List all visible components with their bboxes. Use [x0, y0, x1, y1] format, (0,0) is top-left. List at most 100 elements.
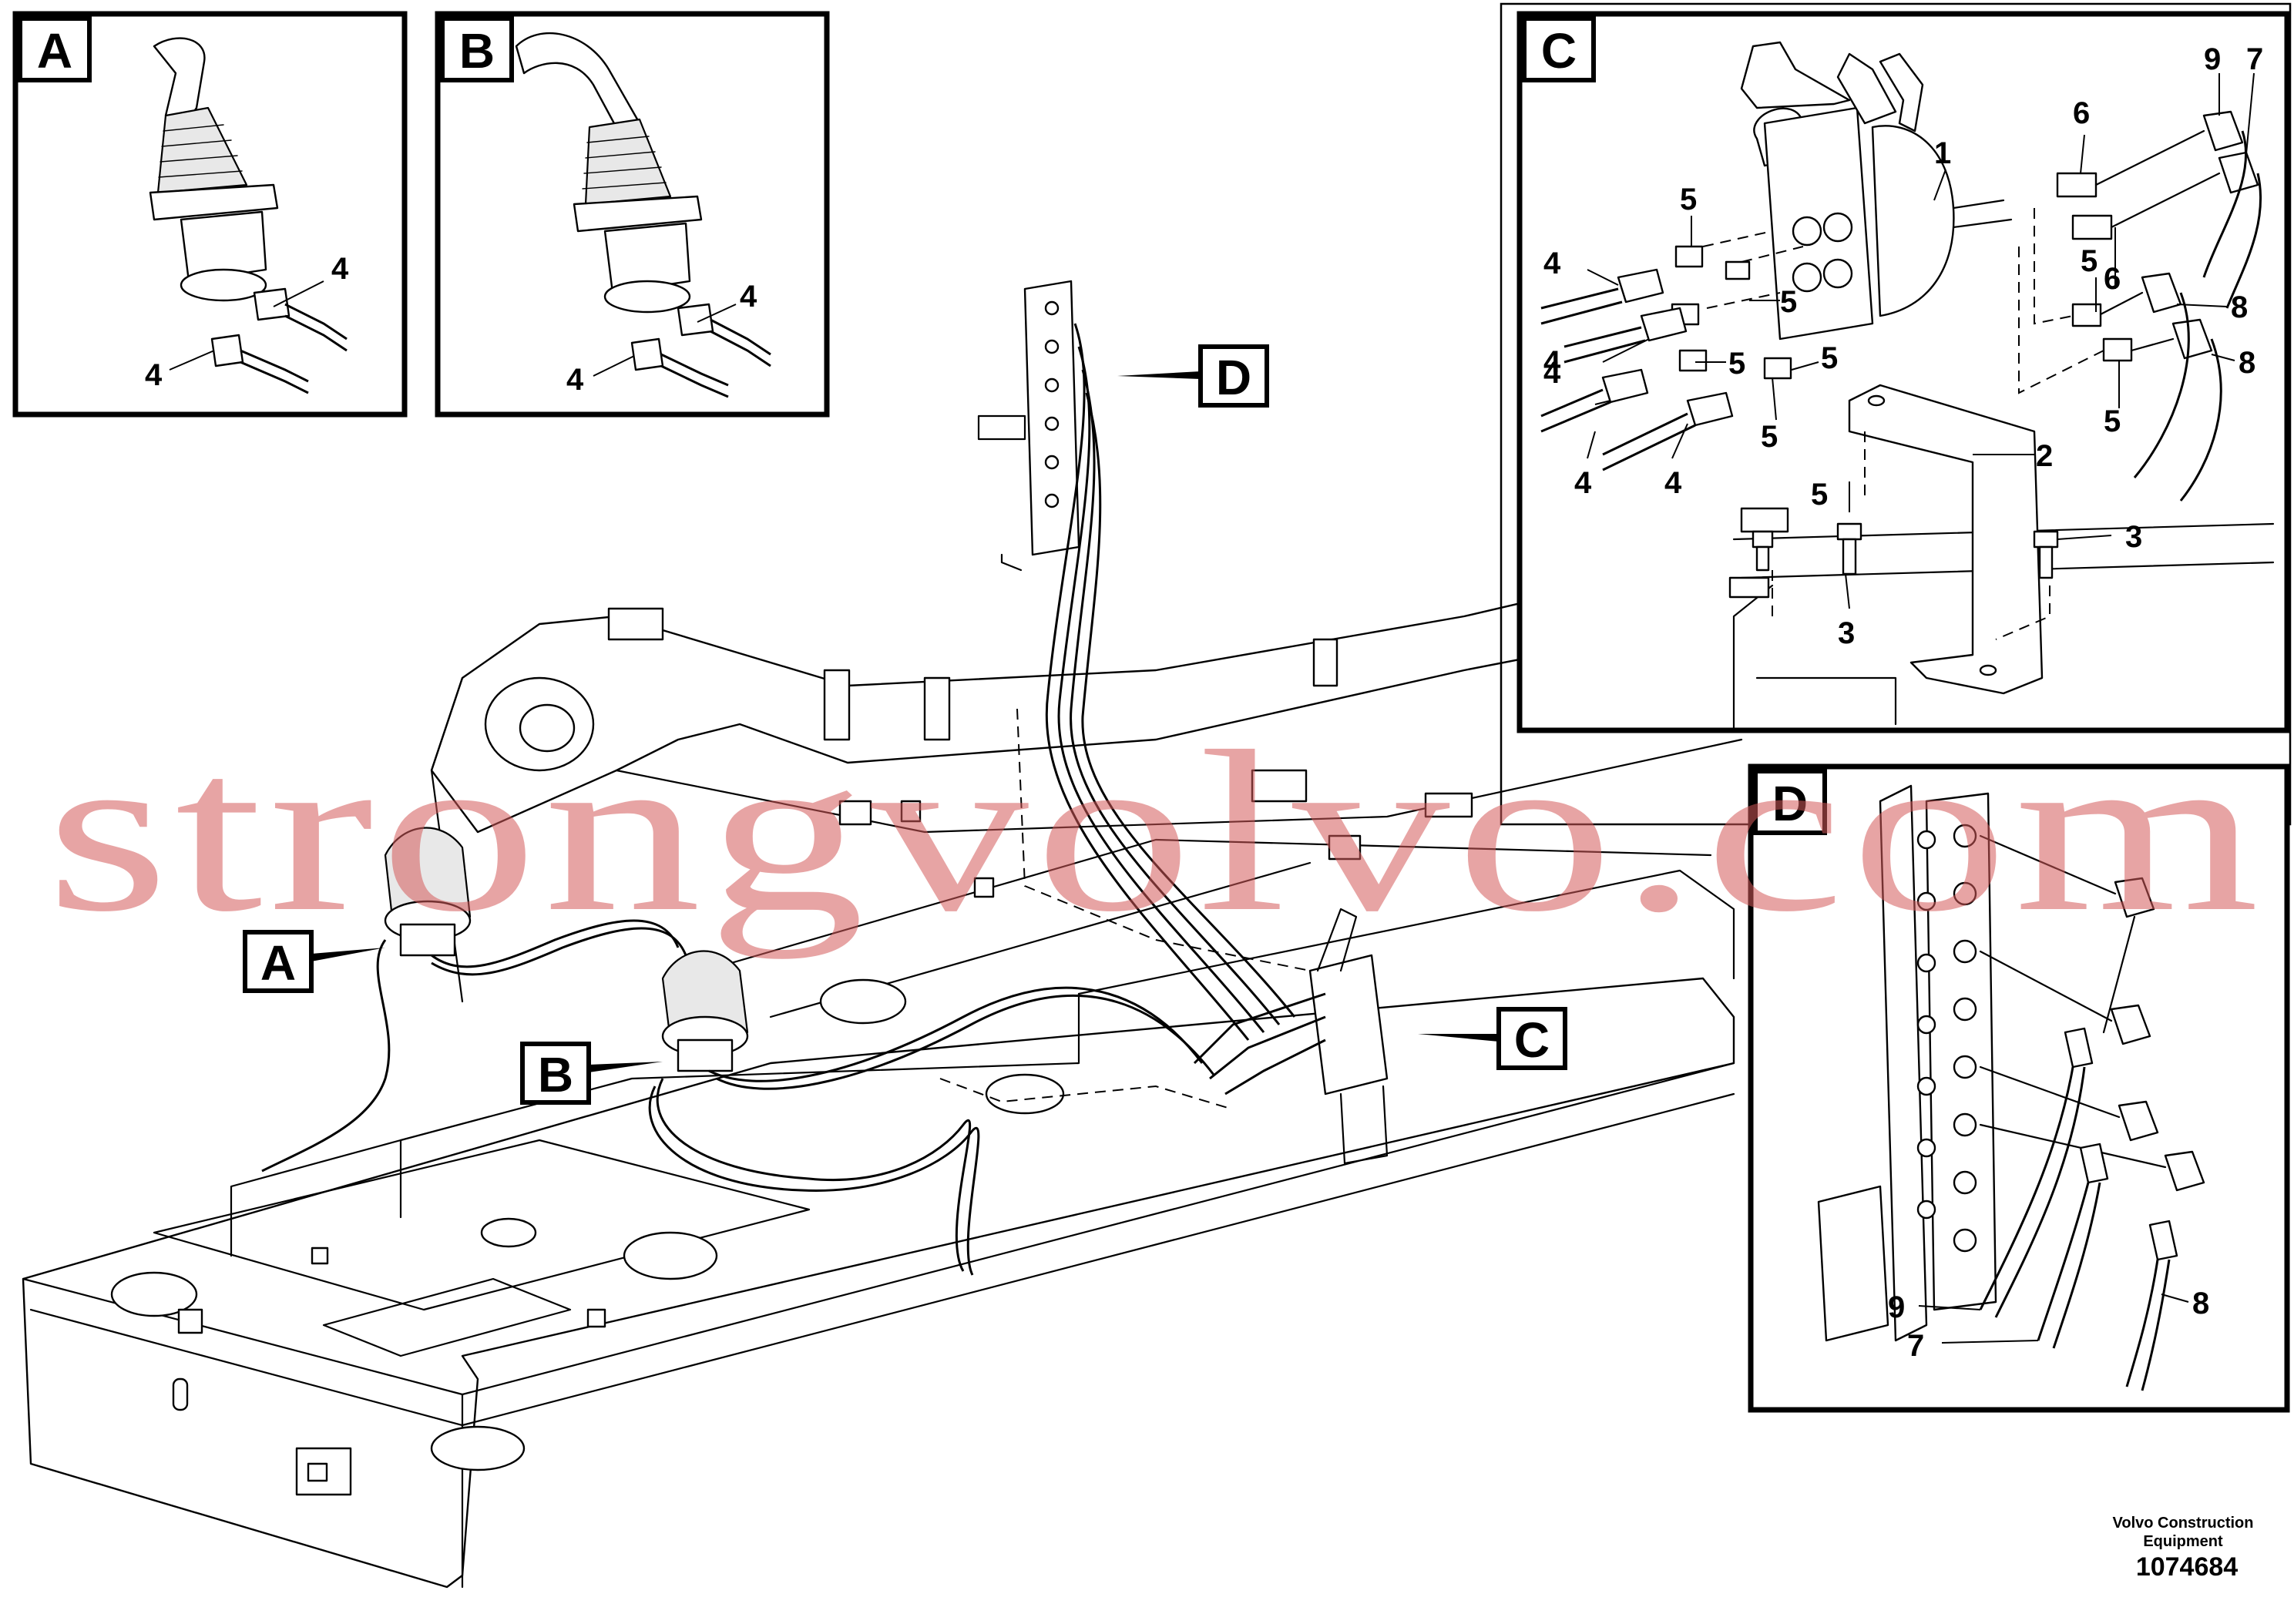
- control-valve-1: [1740, 41, 2013, 341]
- frame-rail-right: [1077, 869, 1735, 995]
- boom-lower-edge: [615, 738, 1743, 834]
- view-c-leader: [1602, 338, 1650, 363]
- view-c-callout: 4: [1664, 466, 1682, 500]
- bolt-3-shank: [1755, 545, 1770, 572]
- view-d-callout: 7: [1907, 1329, 1924, 1363]
- joystick-a-boot-ribs: [158, 124, 243, 178]
- main-label-b-arrow: [589, 1062, 663, 1072]
- joystick-a-fitting-1: [253, 287, 291, 321]
- joystick-b-hose-2: [710, 330, 771, 367]
- chassis-lip: [29, 1092, 1735, 1427]
- view-c-callout: 4: [1574, 466, 1592, 500]
- view-a-leader: [273, 280, 324, 307]
- c-dashed-route: [1706, 292, 1781, 309]
- d-hose-8: [2125, 1259, 2159, 1387]
- view-c-tag: [1522, 16, 1596, 82]
- joystick-a-flange: [149, 183, 279, 221]
- watermark: strongvolvo.com: [46, 703, 2265, 960]
- joystick-b-base: [603, 280, 691, 314]
- valve-hose: [1209, 1015, 1326, 1080]
- main-label-d-text: D: [1216, 350, 1251, 405]
- view-b-leader: [697, 304, 737, 323]
- d-manifold-bracket: [1879, 784, 1928, 1342]
- view-d-leader: [1941, 1340, 2039, 1344]
- bolt-3-shank: [2038, 545, 2054, 579]
- view-d-leader: [1918, 1305, 1981, 1310]
- hose-4: [1602, 424, 1696, 471]
- view-c-leader: [1671, 423, 1688, 459]
- adapter-6: [2071, 214, 2113, 240]
- view-b-tag: [440, 16, 514, 82]
- frame-slot: [172, 1377, 189, 1411]
- joystick-b-main: [661, 950, 749, 1072]
- joystick-a-hose-1: [284, 303, 348, 341]
- joystick-b-boot-ribs: [582, 136, 667, 190]
- view-c-callout: 7: [2246, 42, 2263, 76]
- frame-hole: [819, 978, 907, 1025]
- view-c-callout: 1: [1934, 136, 1951, 170]
- part-number: 1074684: [2136, 1552, 2238, 1582]
- joystick-b-hose-4: [660, 364, 729, 398]
- view-c-callout: 9: [2204, 42, 2221, 76]
- valve-1-port: [1822, 258, 1853, 289]
- view-c-callout: 5: [1780, 285, 1797, 319]
- view-c-callout: 2: [2036, 439, 2053, 473]
- joystick-b-hose-3: [660, 353, 729, 387]
- joystick-b: [515, 32, 771, 398]
- d-hose-7: [2037, 1182, 2090, 1341]
- c-dashed-route: [2034, 208, 2074, 325]
- joystick-a-hose-4: [240, 361, 309, 394]
- frame-cross-member: [677, 838, 1712, 980]
- frame-plate-left: [153, 1139, 811, 1311]
- main-label-a-text: A: [260, 935, 296, 991]
- d-manifold-plate: [1817, 1185, 1889, 1342]
- c-link-line: [2094, 129, 2205, 186]
- joystick-a-fitting-2: [210, 334, 244, 367]
- boom-pivot-hole: [519, 703, 576, 753]
- view-c-callout: 4: [1543, 247, 1561, 280]
- main-label-c-arrow: [1418, 1034, 1499, 1042]
- elbow-8: [2171, 318, 2213, 360]
- joystick-b-fitting-1: [677, 303, 714, 337]
- d-elbow: [2110, 1004, 2151, 1045]
- joystick-a-body: [180, 210, 267, 283]
- hose-ends-4: [1601, 268, 1734, 427]
- view-c-leader: [1594, 400, 1611, 405]
- hose-7: [2225, 173, 2262, 309]
- view-c-leader: [1587, 431, 1596, 459]
- view-c-callout: 3: [1838, 616, 1855, 650]
- view-c-callout: 5: [1821, 341, 1838, 375]
- adapters-5-left: [1671, 245, 1792, 380]
- hidden-hose-route: [1016, 708, 1311, 971]
- hose-4: [1540, 388, 1604, 418]
- view-c-callout: 5: [1680, 183, 1697, 216]
- frame-web: [230, 1139, 402, 1257]
- valve-1-port: [1792, 216, 1822, 247]
- c-bg-block: [1728, 576, 1770, 599]
- d-hose-7: [2052, 1182, 2101, 1349]
- d-elbow: [2164, 1150, 2205, 1192]
- view-c-callout: 8: [2231, 290, 2248, 324]
- bolt-3-head: [1836, 522, 1862, 541]
- joystick-b-fitting-2: [630, 337, 664, 371]
- c-link-line: [2130, 337, 2175, 352]
- boom-tab: [1312, 638, 1338, 687]
- joystick-hose: [716, 995, 1215, 1090]
- view-a-tag: [18, 16, 92, 82]
- joystick-hose: [431, 927, 687, 976]
- frame-hole: [480, 1217, 537, 1248]
- view-b-callout: 4: [566, 363, 584, 397]
- boom-tab: [823, 669, 851, 741]
- pilot-hose: [1045, 323, 1250, 1041]
- d-hose-9: [1994, 1066, 2086, 1318]
- pilot-hose: [1070, 369, 1281, 1025]
- frame-block: [311, 1247, 329, 1265]
- hose-4: [1540, 287, 1619, 310]
- hose-8: [2133, 292, 2190, 478]
- control-valve: [1308, 954, 1389, 1096]
- control-valve-lever: [1316, 908, 1358, 972]
- view-d-callout: 9: [1888, 1290, 1905, 1324]
- d-link-line: [1979, 950, 2113, 1022]
- d-link-line: [1979, 1065, 2121, 1119]
